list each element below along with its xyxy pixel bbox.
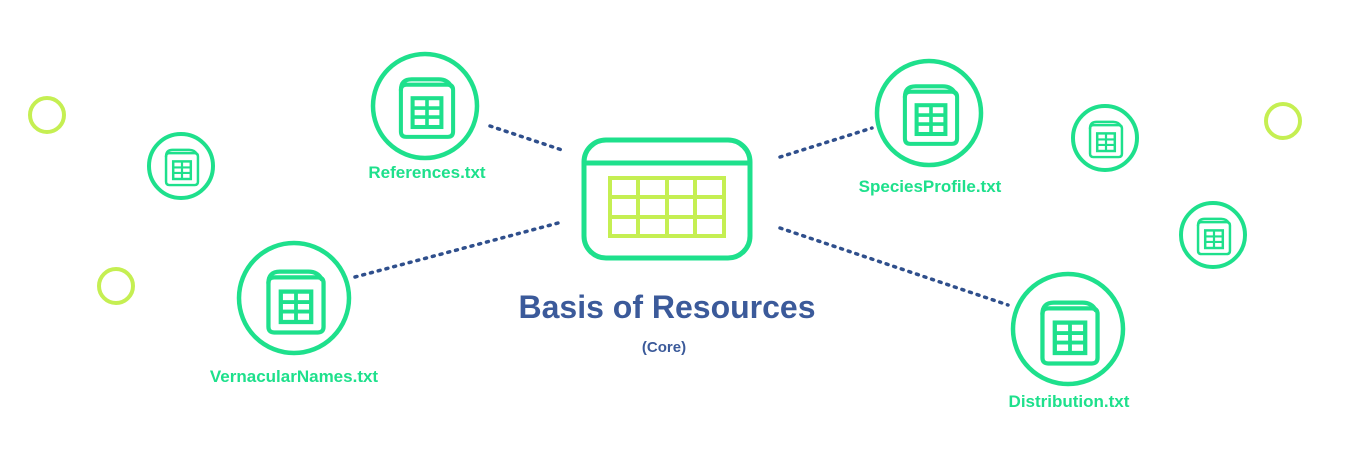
extension-label-vernacular-names: VernacularNames.txt (210, 367, 379, 386)
core-subtitle: (Core) (642, 339, 686, 356)
ring-icon (97, 267, 135, 305)
connectors (353, 124, 1010, 307)
decorative-file-1 (147, 132, 215, 200)
decorative-file-2 (1071, 104, 1139, 172)
connector-vernacular-names (353, 220, 564, 279)
extension-vernacular-names: VernacularNames.txt (210, 240, 379, 386)
connector-species-profile (778, 126, 874, 159)
file-table-icon (1042, 303, 1097, 364)
file-table-icon (1196, 217, 1232, 256)
extension-references: References.txt (368, 51, 486, 182)
core-title: Basis of Resources (518, 289, 815, 325)
file-table-icon (164, 148, 200, 187)
file-table-icon (905, 86, 957, 144)
ring-icon (1264, 102, 1302, 140)
extension-label-references: References.txt (368, 163, 486, 182)
extension-species-profile: SpeciesProfile.txt (859, 58, 1002, 196)
decorative-file-3 (1179, 201, 1247, 269)
extension-label-species-profile: SpeciesProfile.txt (859, 177, 1002, 196)
file-table-icon (1088, 120, 1124, 159)
connector-references (488, 124, 564, 152)
ring-icon (28, 96, 66, 134)
file-table-icon (401, 79, 453, 137)
core-node: Basis of Resources (Core) (518, 137, 816, 356)
connector-distribution (778, 226, 1010, 307)
file-table-icon (268, 272, 323, 333)
extension-distribution: Distribution.txt (1009, 271, 1130, 411)
extension-label-distribution: Distribution.txt (1009, 392, 1130, 411)
table-grid-icon (581, 137, 753, 261)
